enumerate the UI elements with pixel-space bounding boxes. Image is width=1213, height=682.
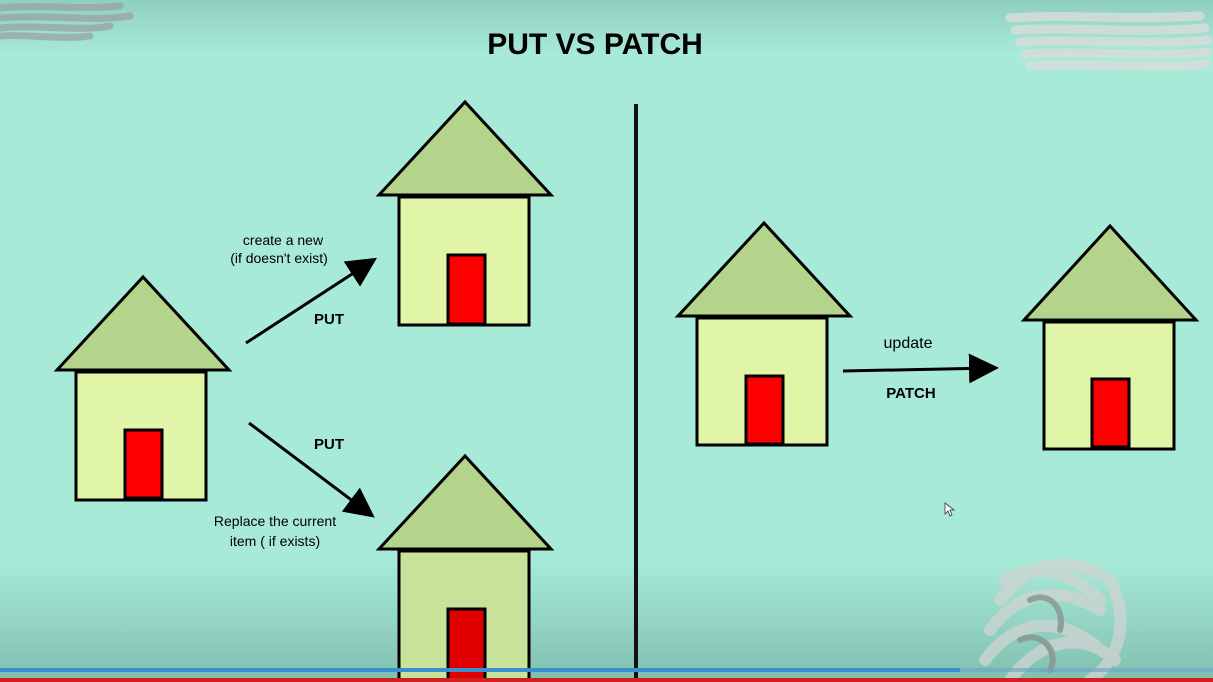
redaction-scribble-top-left xyxy=(0,2,134,41)
house-roof xyxy=(53,274,233,372)
arrow-patch-update xyxy=(842,353,999,384)
arrow-put-create xyxy=(245,257,378,345)
house-roof xyxy=(674,220,854,318)
house-roof xyxy=(375,99,555,197)
house-door xyxy=(1090,377,1131,449)
replace-caption-line2: item ( if exists) xyxy=(230,533,320,549)
patch-label: PATCH xyxy=(886,385,935,402)
house-door xyxy=(446,253,487,326)
arrow-put-replace xyxy=(248,421,375,518)
create-caption-line1: create a new xyxy=(243,232,324,248)
house-right-original xyxy=(674,220,854,447)
mouse-cursor-icon xyxy=(944,502,956,517)
redaction-scribble-bottom-right xyxy=(979,558,1127,682)
house-left-original xyxy=(53,274,233,502)
put-label-bottom: PUT xyxy=(314,436,344,453)
house-door xyxy=(744,374,785,446)
progress-played xyxy=(0,678,1213,682)
house-left-replaced xyxy=(375,453,555,682)
replace-caption-line1: Replace the current xyxy=(214,513,336,529)
house-right-updated xyxy=(1020,223,1200,451)
progress-buffered xyxy=(0,668,960,672)
house-roof xyxy=(375,453,555,551)
redaction-scribble-top-right xyxy=(1005,11,1213,71)
create-caption-line2: (if doesn't exist) xyxy=(230,250,328,266)
page-title: PUT VS PATCH xyxy=(487,28,703,61)
house-door xyxy=(123,428,164,500)
house-roof xyxy=(1020,223,1200,322)
update-caption: update xyxy=(884,335,933,352)
put-label-top: PUT xyxy=(314,311,344,328)
video-progress-bar[interactable] xyxy=(0,668,1213,682)
house-left-created xyxy=(375,99,555,327)
